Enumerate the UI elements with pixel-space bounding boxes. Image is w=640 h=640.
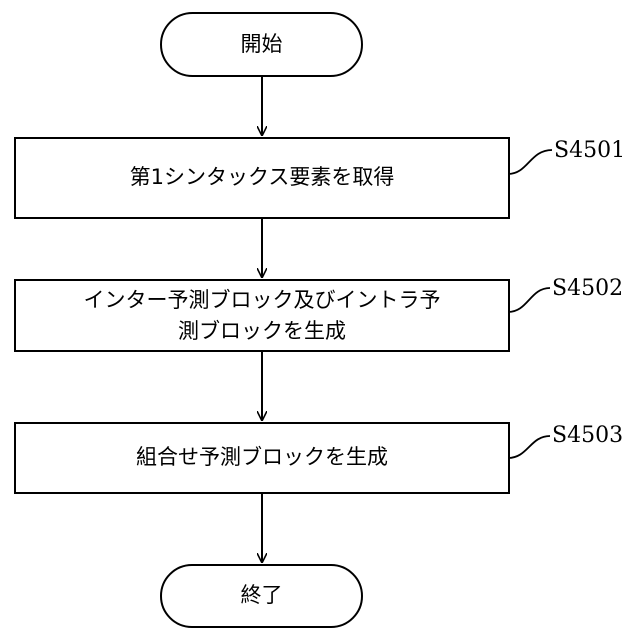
step-text: 第1シンタックス要素を取得 xyxy=(130,161,395,195)
leader-s4503 xyxy=(508,436,550,458)
step-id-s4503: S4503 xyxy=(552,423,623,448)
start-label: 開始 xyxy=(241,28,283,62)
step-text-line-1: インター予測ブロック及びイントラ予 xyxy=(84,285,441,315)
end-label: 終了 xyxy=(241,579,283,613)
process-step-s4502: インター予測ブロック及びイントラ予 測ブロックを生成 xyxy=(14,279,510,352)
step-id-s4502: S4502 xyxy=(552,276,623,301)
leader-s4502 xyxy=(508,288,550,312)
end-terminal: 終了 xyxy=(160,564,363,628)
start-terminal: 開始 xyxy=(160,12,363,77)
step-id-s4501: S4501 xyxy=(554,138,625,163)
step-text: 組合せ予測ブロックを生成 xyxy=(136,441,388,475)
step-text-line-2: 測ブロックを生成 xyxy=(178,316,346,346)
process-step-s4501: 第1シンタックス要素を取得 xyxy=(14,137,510,219)
process-step-s4503: 組合せ予測ブロックを生成 xyxy=(14,422,510,494)
leader-s4501 xyxy=(508,150,552,174)
